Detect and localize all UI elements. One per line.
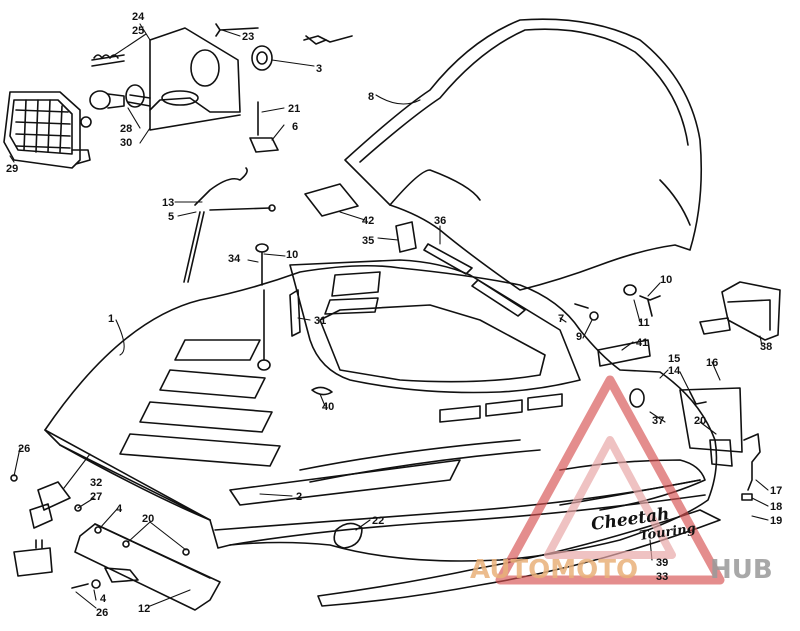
callout-4a: 4 — [116, 503, 123, 515]
callout-27: 27 — [90, 491, 102, 503]
switch-bracket — [249, 101, 279, 153]
callout-40: 40 — [322, 401, 334, 413]
dimmer-cable — [183, 167, 276, 283]
callout-2: 2 — [296, 491, 302, 503]
callout-42: 42 — [362, 215, 374, 227]
callout-3: 3 — [316, 63, 322, 75]
dash-pieces — [304, 183, 651, 367]
callout-14: 14 — [668, 365, 681, 377]
callout-15: 15 — [668, 353, 680, 365]
watermark-text-part2: HUB — [710, 555, 773, 585]
hood — [44, 259, 718, 562]
callout-21: 21 — [288, 103, 300, 115]
watermark-triangle-inner — [544, 436, 676, 559]
callout-29: 29 — [6, 163, 18, 175]
mirror — [699, 281, 781, 341]
callout-7: 7 — [558, 313, 564, 325]
callout-25: 25 — [132, 25, 144, 37]
callout-30: 30 — [120, 137, 132, 149]
fasteners — [574, 284, 661, 321]
callout-labels: 1 2 3 4 4 5 6 7 8 9 10 10 11 12 13 14 15… — [6, 11, 782, 619]
callout-10a: 10 — [286, 249, 298, 261]
callout-8: 8 — [368, 91, 374, 103]
callout-18: 18 — [770, 501, 782, 513]
callout-28: 28 — [120, 123, 132, 135]
bumper — [10, 474, 221, 611]
callout-34: 34 — [228, 253, 241, 265]
hood-hardware — [255, 243, 363, 549]
callout-20b: 20 — [694, 415, 706, 427]
callout-19: 19 — [770, 515, 782, 527]
callout-5: 5 — [168, 211, 174, 223]
adjuster-parts — [215, 23, 353, 71]
callout-36: 36 — [434, 215, 446, 227]
callout-26b: 26 — [96, 607, 108, 619]
callout-17: 17 — [770, 485, 782, 497]
callout-39: 39 — [656, 557, 668, 569]
callout-32: 32 — [90, 477, 102, 489]
windshield — [344, 18, 703, 291]
callout-33: 33 — [656, 571, 668, 583]
callout-26a: 26 — [18, 443, 30, 455]
callout-6: 6 — [292, 121, 298, 133]
headlight — [3, 91, 92, 169]
callout-24: 24 — [132, 11, 145, 23]
leader-lines — [9, 23, 769, 609]
callout-35: 35 — [362, 235, 374, 247]
callout-4b: 4 — [100, 593, 107, 605]
callout-22: 22 — [372, 515, 384, 527]
line-art — [3, 18, 781, 611]
side-brackets — [629, 387, 761, 501]
callout-38: 38 — [760, 341, 772, 353]
watermark: AUTOMOTO HUB — [470, 375, 773, 585]
callout-20a: 20 — [142, 513, 154, 525]
callout-1: 1 — [108, 313, 114, 325]
watermark-triangle — [495, 375, 725, 585]
callout-41: 41 — [636, 337, 648, 349]
watermark-text-part1: AUTOMOTO — [470, 555, 638, 585]
callout-31: 31 — [314, 315, 326, 327]
headlight-bracket — [127, 27, 241, 131]
callout-16: 16 — [706, 357, 718, 369]
callout-12: 12 — [138, 603, 150, 615]
callout-9: 9 — [576, 331, 582, 343]
bulb-socket — [89, 54, 145, 110]
callout-10b: 10 — [660, 274, 672, 286]
callout-23: 23 — [242, 31, 254, 43]
callout-37: 37 — [652, 415, 664, 427]
callout-13: 13 — [162, 197, 174, 209]
callout-11: 11 — [638, 317, 650, 329]
